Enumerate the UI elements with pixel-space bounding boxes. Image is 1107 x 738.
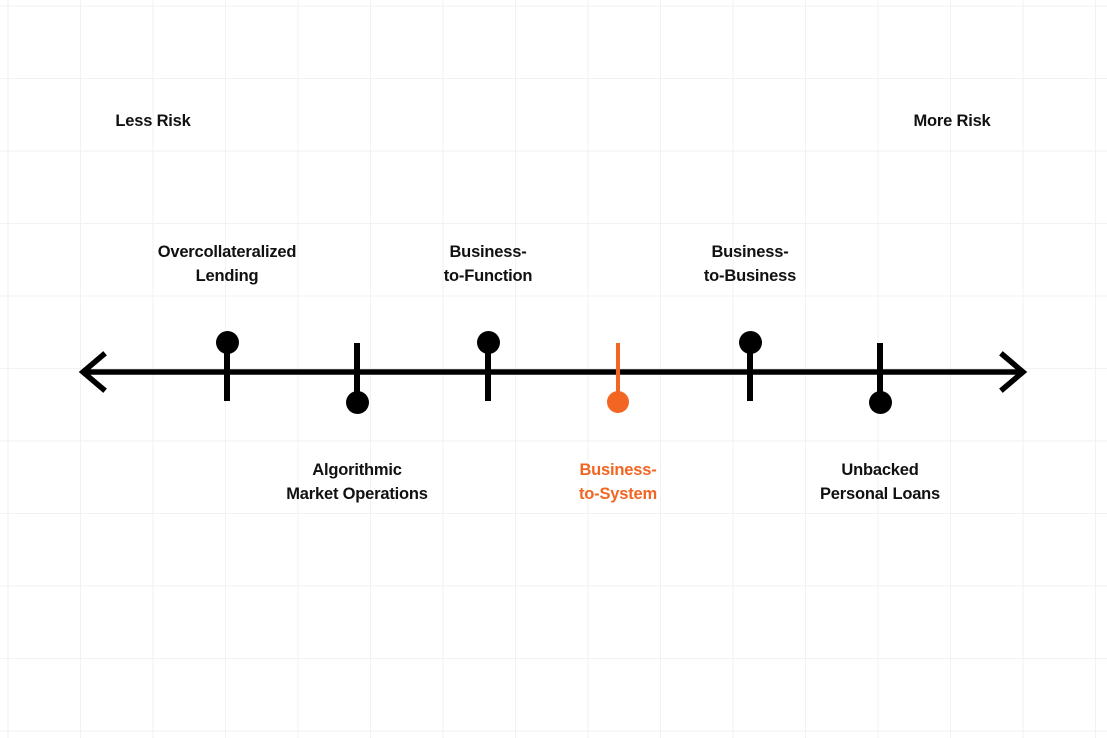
marker-stem (877, 343, 883, 403)
marker-dot (476, 331, 500, 354)
label-unbacked-personal-loans: Unbacked Personal Loans (819, 461, 941, 503)
marker-stem (354, 343, 360, 403)
marker-stem (616, 343, 620, 403)
label-business-to-function: Business- to-Function (443, 243, 533, 285)
marker-dot (607, 391, 629, 413)
marker-dot (868, 391, 892, 414)
axis-left-arrowhead (78, 351, 107, 393)
label-business-to-system: Business- to-System (579, 461, 657, 503)
more-risk-label: More Risk (913, 112, 991, 130)
label-algorithmic-market-operations: Algorithmic Market Operations (286, 461, 428, 503)
less-risk-label: Less Risk (115, 112, 191, 130)
marker-stem (747, 343, 753, 401)
label-business-to-business: Business- to-Business (703, 243, 797, 285)
marker-dot (215, 331, 239, 354)
marker-stem (485, 343, 491, 401)
marker-stem (224, 343, 230, 401)
axis-right-arrowhead (999, 351, 1028, 393)
marker-dot (345, 391, 369, 414)
marker-dot (738, 331, 762, 354)
label-overcollateralized-lending: Overcollateralized Lending (157, 243, 297, 285)
